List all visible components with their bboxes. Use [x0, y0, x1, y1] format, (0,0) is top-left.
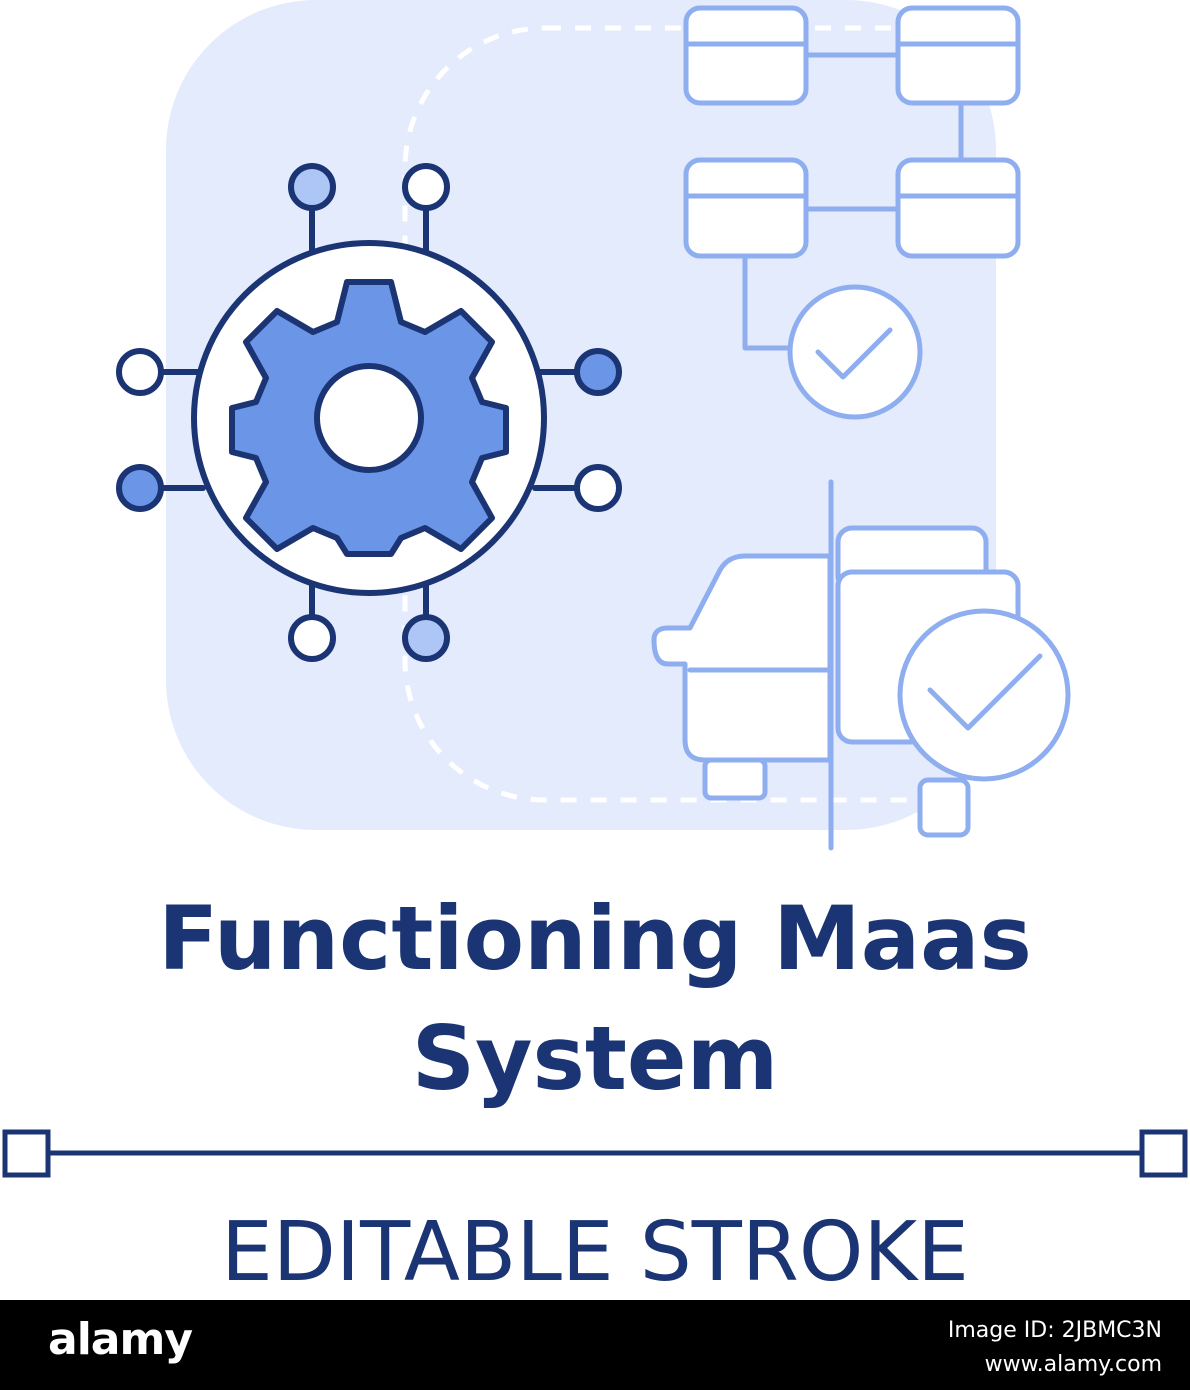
node-bottom-left [288, 614, 336, 662]
car-checkmark-icon [897, 608, 1071, 782]
footer-bar: alamy Image ID: 2JBMC3N www.alamy.com [0, 1300, 1190, 1390]
node-top-right [402, 163, 450, 211]
site-url: www.alamy.com [984, 1352, 1162, 1377]
functioning-maas-illustration [2, 0, 1188, 1178]
line-handle-left [2, 1129, 51, 1178]
brand-logo: alamy [48, 1314, 193, 1365]
node-left-top [116, 348, 164, 396]
node-top-left [288, 163, 336, 211]
node-right-top [574, 348, 622, 396]
editable-stroke-caption: EDITABLE STROKE [220, 1205, 969, 1300]
line-handle-right [1139, 1129, 1188, 1178]
node-bottom-right [402, 614, 450, 662]
title-line-2: System [411, 1007, 779, 1110]
image-id: Image ID: 2JBMC3N [947, 1318, 1162, 1343]
node-left-bottom [116, 464, 164, 512]
node-right-bottom [574, 464, 622, 512]
checkmark-circle-icon [787, 284, 923, 420]
title-line-1: Functioning Maas [158, 887, 1032, 990]
flowchart-icon [683, 5, 1021, 351]
editable-stroke-line [2, 1129, 1188, 1178]
gear-icon [229, 279, 509, 557]
